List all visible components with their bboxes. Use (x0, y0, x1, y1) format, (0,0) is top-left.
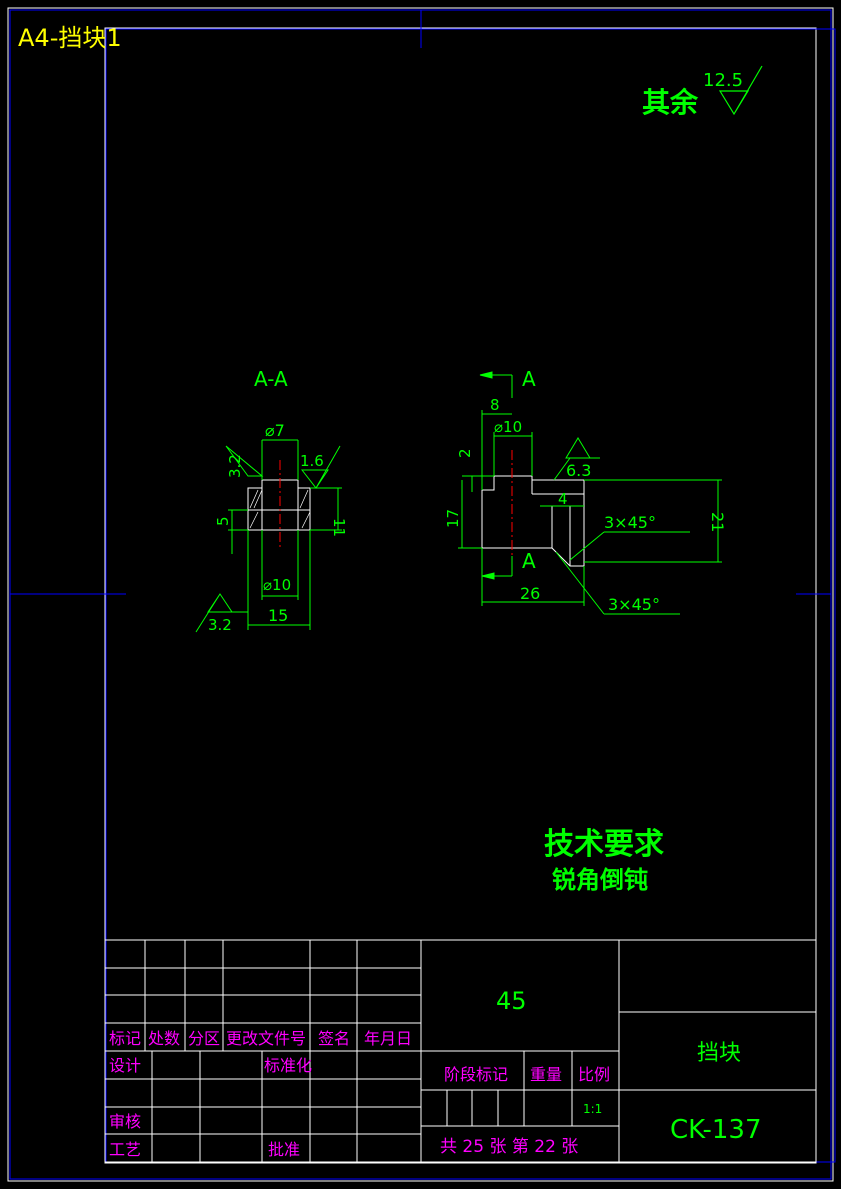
roughness-note-value: 12.5 (703, 70, 743, 91)
hdr-mark: 标记 (109, 1029, 141, 1048)
dim-width: 15 (268, 606, 288, 625)
hdr-signature: 签名 (318, 1029, 350, 1048)
section-view-label: A-A (254, 367, 288, 391)
section-mark-top: A (522, 367, 536, 391)
dim-height: 11 (330, 518, 348, 537)
sheet-info: 共 25 张 第 22 张 (440, 1137, 578, 1157)
dim-21: 21 (708, 512, 727, 532)
rough-main: 6.3 (566, 461, 591, 480)
sheet-title: A4-挡块1 (18, 24, 122, 52)
rough-bottom: 3.2 (208, 616, 232, 634)
label-stage-mark: 阶段标记 (444, 1065, 508, 1084)
tech-requirements: 技术要求 锐角倒钝 (544, 827, 664, 894)
dim-bottom-dia: ⌀10 (263, 576, 291, 594)
label-process: 工艺 (109, 1140, 141, 1159)
title-block (104, 939, 817, 1163)
main-view: A 8 ⌀10 2 17 4 21 (444, 367, 727, 615)
label-design: 设计 (109, 1056, 141, 1075)
dim-2: 2 (456, 448, 474, 458)
dim-26: 26 (520, 584, 540, 603)
hdr-date: 年月日 (364, 1029, 412, 1048)
roughness-symbol (718, 65, 763, 116)
rough-left: 3.2 (226, 454, 244, 478)
tech-req-title: 技术要求 (544, 827, 664, 862)
chamfer-1: 3×45° (604, 513, 656, 532)
label-approve: 批准 (268, 1140, 300, 1159)
part-name: 挡块 (697, 1041, 741, 1066)
label-scale: 比例 (578, 1065, 610, 1084)
tech-req-item: 锐角倒钝 (552, 866, 648, 894)
label-review: 审核 (109, 1112, 141, 1131)
dim-dia10: ⌀10 (494, 418, 522, 436)
material: 45 (496, 987, 527, 1015)
dim-4: 4 (558, 490, 568, 508)
title-block-text: 标记 处数 分区 更改文件号 签名 年月日 设计 标准化 审核 工艺 批准 45… (109, 987, 761, 1159)
roughness-note: 其余 12.5 (642, 65, 763, 119)
section-view: A-A ⌀7 ⌀10 15 (195, 367, 348, 634)
label-weight: 重量 (530, 1065, 562, 1084)
hdr-zone: 分区 (188, 1029, 220, 1048)
drawing-number: CK-137 (670, 1115, 761, 1145)
label-standardize: 标准化 (264, 1056, 312, 1075)
dim-top-dia: ⌀7 (265, 421, 285, 440)
rough-right: 1.6 (300, 452, 324, 470)
dim-8: 8 (490, 396, 500, 414)
dim-step: 5 (214, 516, 232, 526)
chamfer-2: 3×45° (608, 595, 660, 614)
scale-value: 1:1 (583, 1102, 602, 1116)
hdr-change-doc: 更改文件号 (226, 1029, 306, 1048)
hdr-count: 处数 (148, 1029, 180, 1048)
roughness-note-label: 其余 (642, 86, 699, 119)
section-mark-bottom: A (522, 549, 536, 573)
dim-17: 17 (444, 509, 462, 528)
